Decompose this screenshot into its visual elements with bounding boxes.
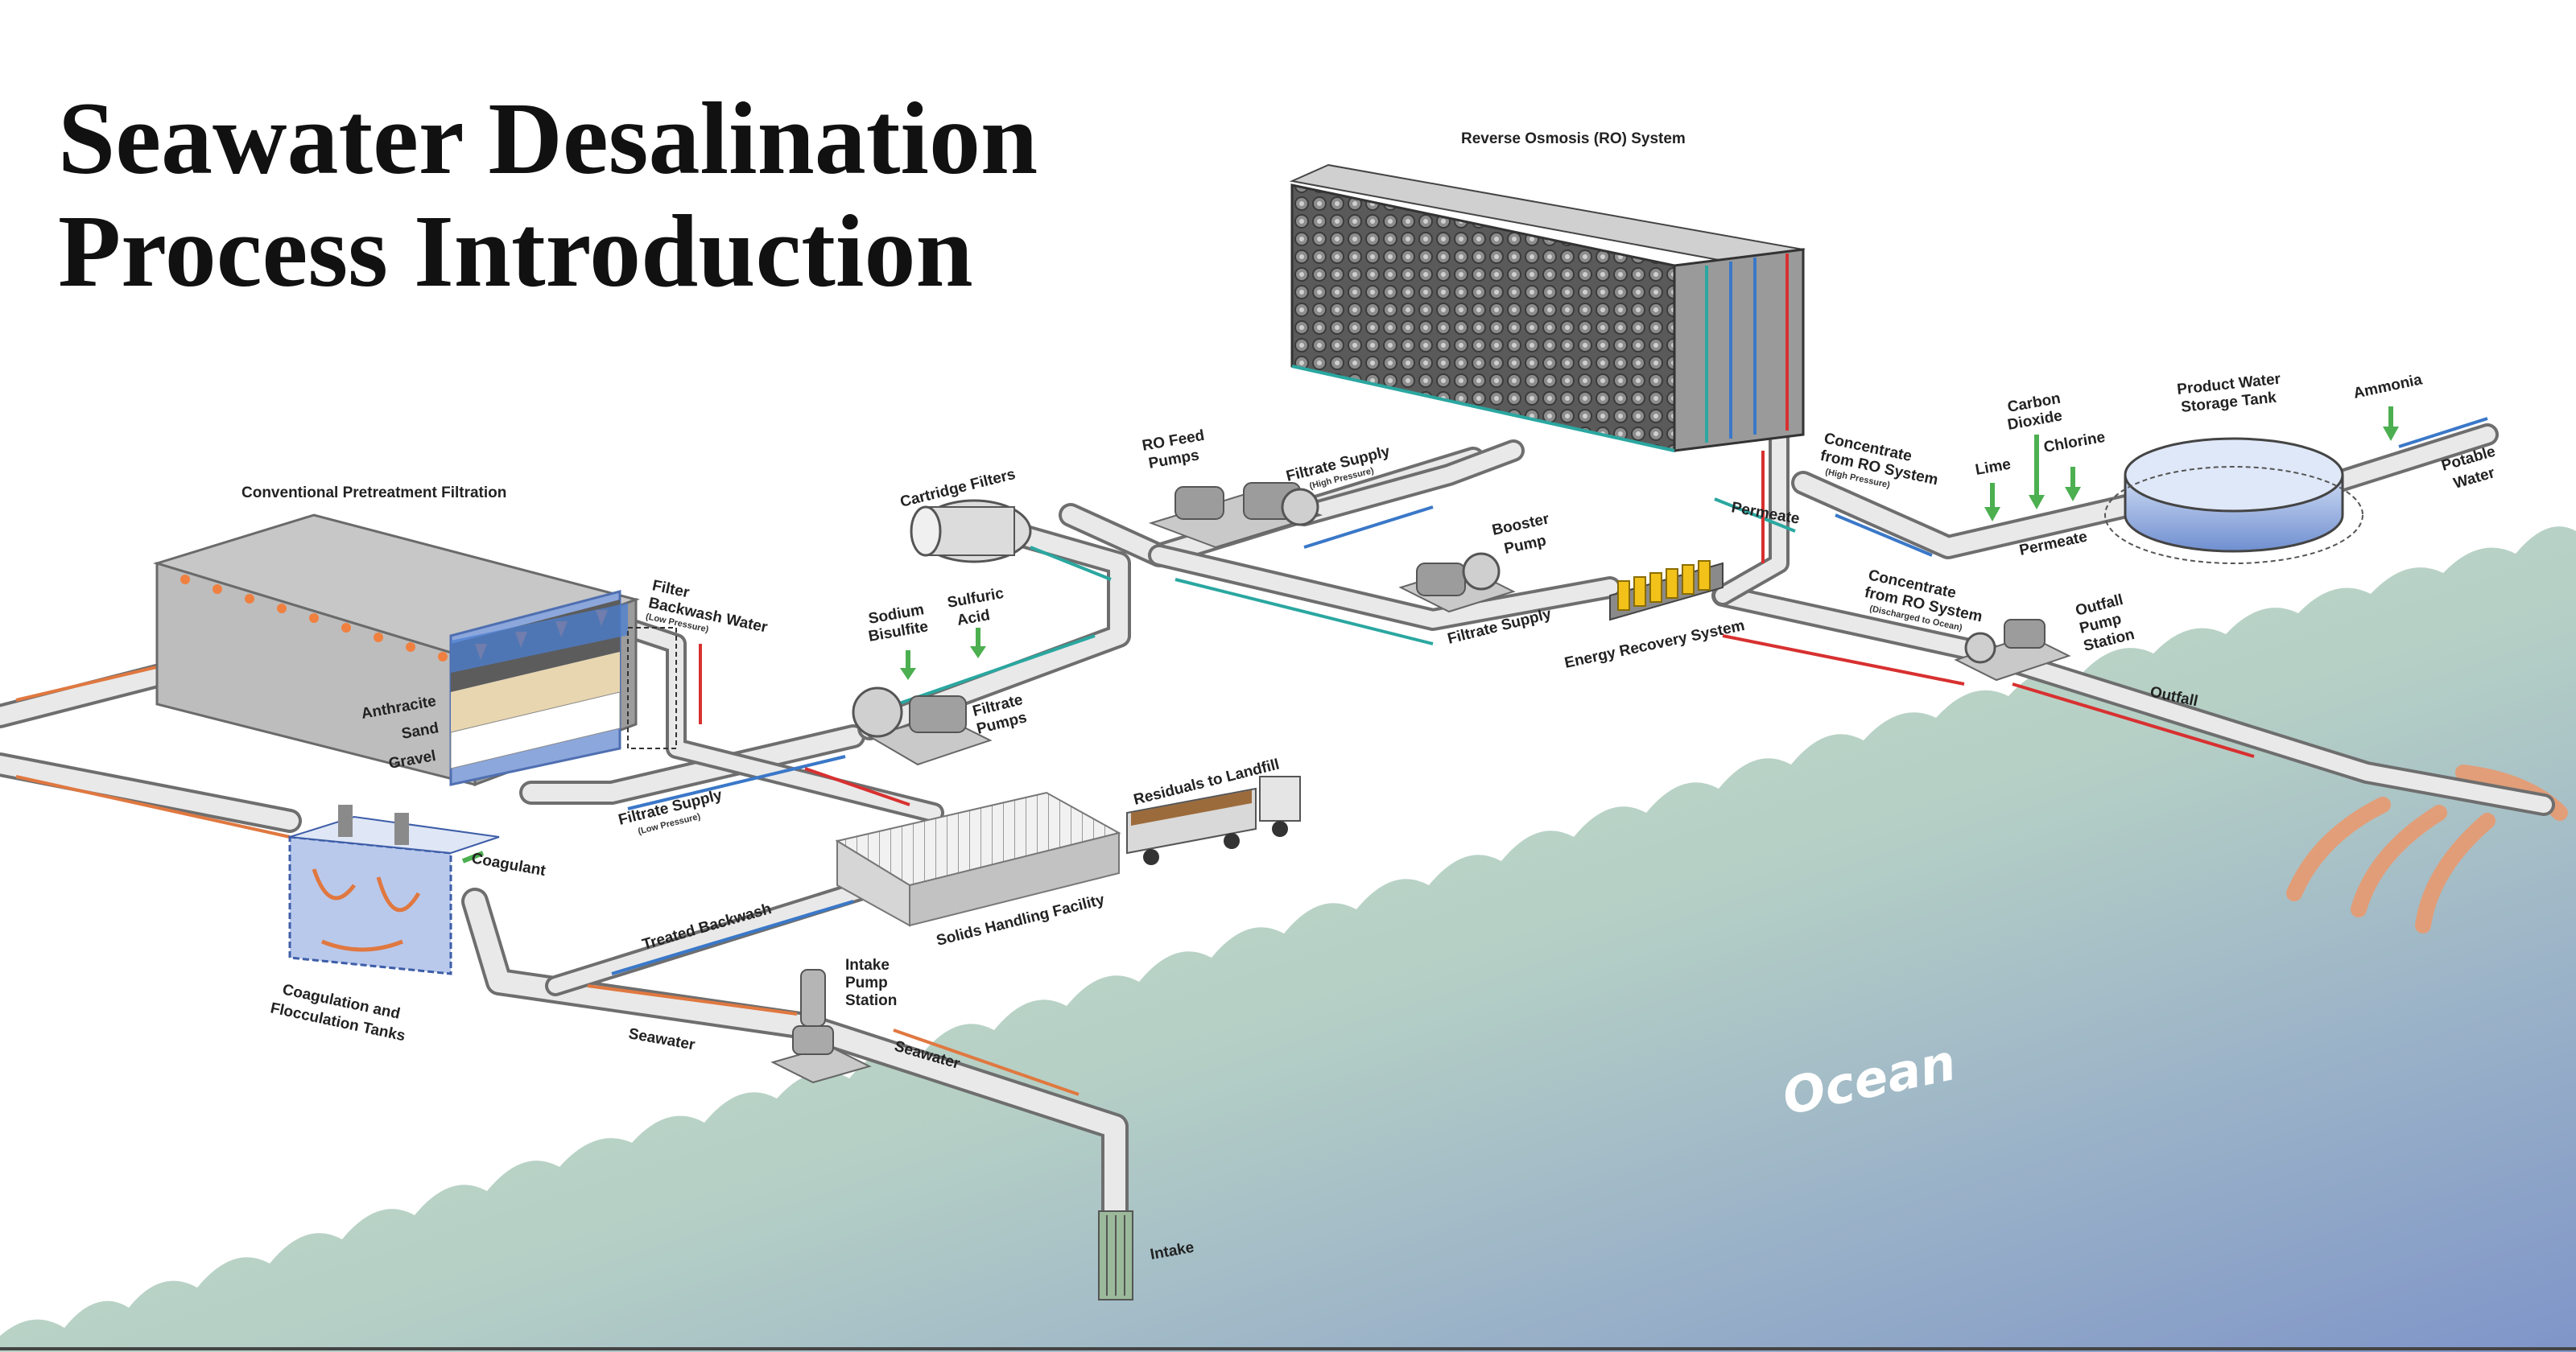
permeate-pipe (1794, 474, 2166, 556)
seawater-label-1: Seawater (627, 1025, 696, 1053)
diffuser-arrow-1 (2286, 797, 2391, 901)
diffuser-arrow-2 (2351, 805, 2447, 917)
outfall-pipe (1715, 587, 2552, 813)
coagulant-arrow (461, 851, 485, 864)
permeate-ro-label: Permeate (1730, 499, 1801, 528)
coagulant-label: Coagulant (470, 850, 547, 880)
outfall-pump-volute (1964, 632, 1996, 664)
high-pressure-pipe (1296, 443, 1521, 523)
cartridge-filters: Cartridge Filters (898, 466, 1032, 563)
flow-indicators (15, 417, 2488, 1096)
diffuser-arrow-3 (2415, 813, 2496, 934)
intake-pump-motor (800, 969, 826, 1027)
flow-outfall (2012, 682, 2255, 758)
flow-filtrate-supply (1174, 578, 1434, 645)
flow-concentrate (1722, 634, 1965, 686)
tank-top (2124, 437, 2344, 513)
coagulation-tanks (288, 805, 500, 975)
flow-filtrate-low (627, 755, 846, 810)
filtrate-pumps: Filtrate Pumps (852, 686, 1029, 766)
pretreatment-filter (152, 513, 677, 787)
intake-pump-station: Intake Pump Station (770, 957, 897, 1084)
energy-recovery-label: Energy Recovery System (1563, 617, 1747, 672)
feed-pipe-lower (0, 756, 299, 830)
filtrate-pump-volute (852, 686, 903, 738)
backwash-box (627, 627, 677, 749)
solids-side (909, 831, 1120, 927)
sand-layer (451, 652, 620, 732)
treated-backwash-pipe (548, 878, 885, 993)
ocean-water (0, 526, 2576, 1352)
truck-load (1131, 790, 1252, 826)
coag-mixer-1 (338, 805, 353, 837)
intake-pump-line3: Station (845, 992, 897, 1009)
tank-outline (2104, 466, 2363, 564)
ro-system: Reverse Osmosis (RO) System (1289, 130, 1806, 452)
landfill-truck: Residuals to Landfill (1126, 756, 1301, 865)
flow-high-pressure (1303, 505, 1434, 549)
ro-feed-pumps: RO Feed Pumps (1141, 427, 1323, 549)
pretreatment-label: Conventional Pretreatment Filtration (242, 484, 506, 501)
coag-tank-box (288, 835, 452, 975)
page-title: Seawater Desalination Process Introducti… (58, 81, 1038, 308)
flow-potable (2398, 417, 2488, 448)
product-water-tank: Product Water Storage Tank Ammonia Potab… (2104, 371, 2497, 564)
cartridge-filter-shell (925, 506, 1015, 556)
lime-label: Lime (1974, 456, 2012, 479)
gravel-layer (450, 691, 621, 769)
coag-flow-arrows (312, 868, 421, 952)
outfall-diffuser-arrows (2286, 765, 2568, 934)
ro-feed-volute (1281, 488, 1319, 526)
intake-pump-line2: Pump (845, 975, 888, 991)
flow-cartridge (1030, 546, 1112, 581)
ro-side-manifolds (1291, 254, 1789, 452)
title-line-1: Seawater Desalination (58, 81, 1038, 196)
flow-seawater-left (15, 775, 291, 839)
ro-feed-motor-1 (1174, 486, 1224, 520)
concentrate-pipe (1715, 427, 1786, 603)
chlorine-label: Chlorine (2042, 429, 2107, 456)
erd-vessels (1617, 560, 1711, 611)
filtrate-pump-motor (909, 695, 967, 733)
booster-line2: Pump (1503, 532, 1548, 558)
flow-permeate (1714, 497, 1796, 533)
ro-system-label: Reverse Osmosis (RO) System (1461, 130, 1686, 147)
truck-cab (1259, 776, 1301, 822)
filter-underdrain (451, 603, 628, 673)
booster-volute (1462, 552, 1501, 591)
acid-line2: Acid (956, 607, 991, 629)
filter-orange-dots (180, 575, 448, 662)
outfall-pump-motor (2004, 619, 2046, 649)
filtrate-riser (861, 522, 1128, 737)
flow-backwash-solids (804, 767, 910, 806)
intake-pump-body (792, 1025, 834, 1055)
potable-pipe (2326, 427, 2496, 491)
title-line-2: Process Introduction (58, 194, 973, 308)
filtrate-low-pipe (522, 728, 862, 802)
coag-mixer-2 (394, 813, 409, 845)
booster-motor (1416, 563, 1466, 596)
acid-line1: Sulfuric (946, 585, 1005, 612)
flow-permeate-tank (1835, 513, 1933, 557)
flow-seawater-right (893, 1028, 1080, 1096)
filtrate-supply-pipe (1151, 547, 1618, 628)
flow-treated-backwash (611, 900, 854, 975)
intake-pump-line1: Intake (845, 957, 890, 974)
flow-seawater-mid (587, 984, 798, 1016)
energy-recovery-system: Energy Recovery System (1563, 560, 1747, 672)
intake-structure: Intake (1098, 1210, 1195, 1300)
pretreat-chemicals: Sodium Bisulfite Sulfuric Acid (867, 585, 1005, 680)
ocean: Ocean (0, 526, 2576, 1352)
ro-rack-side (1673, 248, 1805, 452)
ammonia-label: Ammonia (2352, 371, 2424, 402)
solids-handling-facility: Solids Handling Facility (835, 791, 1121, 950)
